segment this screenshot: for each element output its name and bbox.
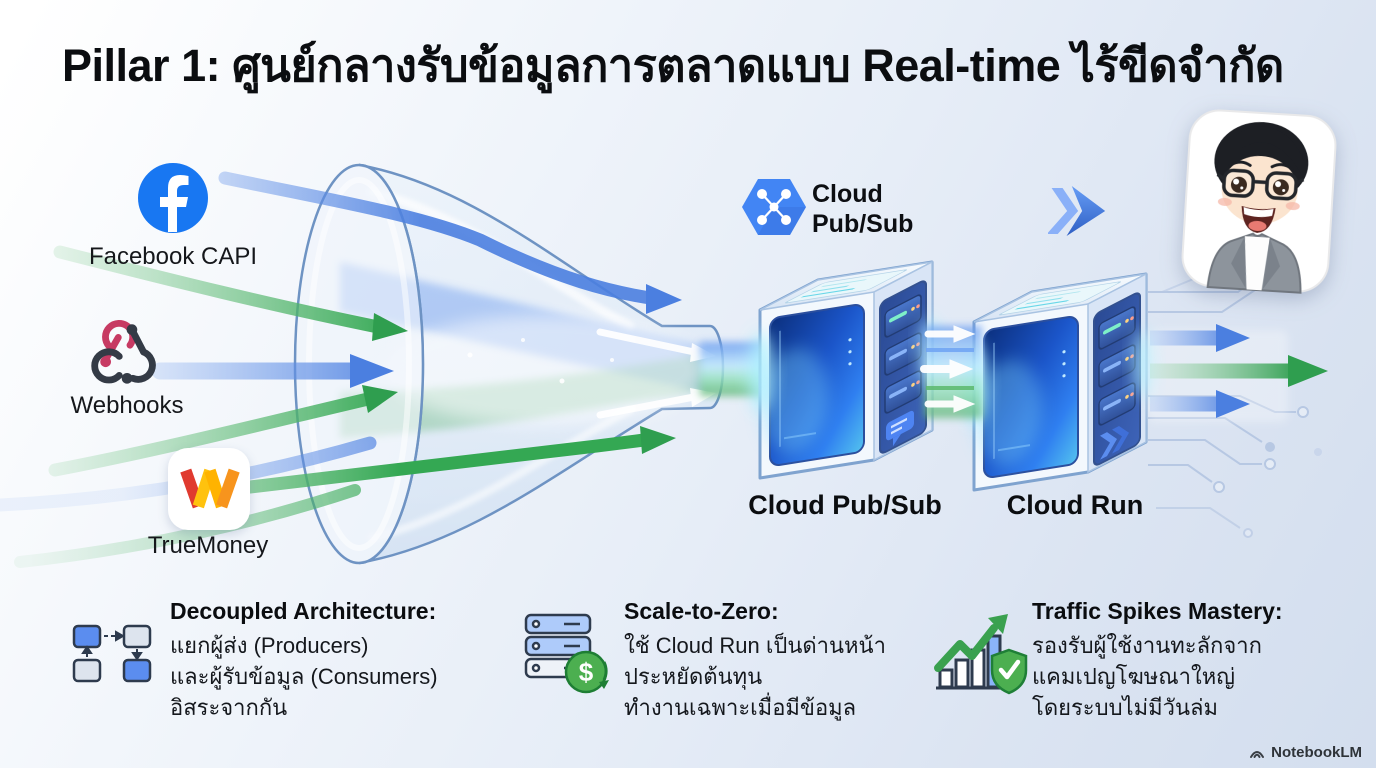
cloudrun-server-box	[963, 274, 1154, 490]
notebooklm-logo-icon	[1250, 751, 1265, 758]
watermark: NotebookLM	[1248, 744, 1362, 761]
feature-traffic-spikes: Traffic Spikes Mastery: รองรับผู้ใช้งานท…	[1032, 598, 1342, 723]
green-swoosh-bottom	[243, 433, 651, 494]
green-arrow-upper	[53, 245, 385, 334]
feature-scale-title: Scale-to-Zero:	[624, 598, 779, 624]
webhooks-label: Webhooks	[70, 392, 184, 419]
feature-decoupled-line2: และผู้รับข้อมูล (Consumers)	[170, 664, 438, 689]
server-cost-icon: $	[524, 613, 609, 694]
truemoney-w-glyph	[180, 468, 240, 509]
outflow-arrows	[1148, 324, 1328, 422]
pubsub-logo-caption: Cloud Pub/Sub	[812, 179, 913, 239]
facebook-label: Facebook CAPI	[88, 243, 258, 270]
stage-label-pubsub: Cloud Pub/Sub	[748, 490, 942, 520]
cloud-run-icon	[1048, 186, 1106, 236]
growth-shield-icon	[934, 614, 1028, 695]
webhooks-icon	[91, 319, 156, 384]
feature-scale-to-zero: Scale-to-Zero: ใช้ Cloud Run เป็นด่านหน้…	[624, 598, 944, 723]
coin-dollar-symbol: $	[579, 657, 594, 687]
watermark-label: NotebookLM	[1271, 744, 1362, 761]
pubsub-server-box	[749, 262, 940, 478]
green-swoosh-low	[14, 484, 361, 568]
pubsub-logo-caption-line1: Cloud	[812, 180, 883, 208]
feature-decoupled: Decoupled Architecture: แยกผู้ส่ง (Produ…	[170, 598, 490, 723]
feature-scale-line1: ใช้ Cloud Run เป็นด่านหน้า	[624, 633, 886, 658]
feature-scale-line2: ประหยัดต้นทุน	[624, 664, 763, 689]
stage-label-cloudrun: Cloud Run	[1006, 490, 1144, 520]
feature-scale-line3: ทำงานเฉพาะเมื่อมีข้อมูล	[624, 695, 857, 720]
beam-pubsub-to-run	[920, 325, 982, 418]
blue-swoosh-top-head	[646, 284, 682, 314]
feature-traffic-title: Traffic Spikes Mastery:	[1032, 598, 1283, 624]
feature-traffic-line2: แคมเปญโฆษณาใหญ่	[1032, 664, 1236, 689]
presenter-avatar-sticker	[1178, 106, 1341, 297]
funnel-beams	[340, 262, 705, 438]
pubsub-hexagon-icon	[742, 179, 806, 235]
blue-swoosh-top	[218, 171, 657, 305]
cloudrun-chevrons-icon	[1100, 425, 1129, 460]
page-title: Pillar 1: ศูนย์กลางรับข้อมูลการตลาดแบบ R…	[62, 40, 1284, 91]
feature-decoupled-line1: แยกผู้ส่ง (Producers)	[170, 633, 369, 658]
feature-decoupled-title: Decoupled Architecture:	[170, 598, 437, 624]
feature-traffic-line1: รองรับผู้ใช้งานทะลักจาก	[1032, 633, 1262, 658]
decoupled-blocks-icon	[72, 624, 152, 683]
avatar-illustration	[1181, 109, 1337, 294]
facebook-icon	[138, 163, 208, 233]
pubsub-logo-caption-line2: Pub/Sub	[812, 210, 914, 238]
truemoney-label: TrueMoney	[147, 532, 269, 559]
truemoney-icon	[168, 448, 250, 530]
feature-decoupled-line3: อิสระจากกัน	[170, 695, 288, 720]
feature-traffic-line3: โดยระบบไม่มีวันล่ม	[1032, 695, 1219, 720]
green-arrow-lower	[48, 392, 375, 477]
inflow-arrows	[0, 171, 682, 568]
